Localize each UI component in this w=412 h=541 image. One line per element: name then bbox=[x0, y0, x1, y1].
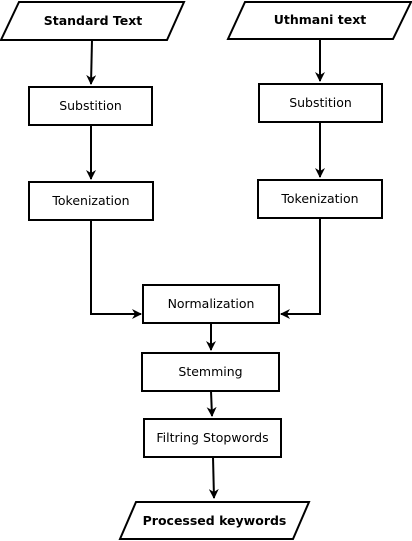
stemming-shape bbox=[141, 352, 280, 392]
edges bbox=[86, 39, 325, 499]
left-substition-label: Substition bbox=[59, 98, 122, 113]
edge-tokenization-left-to-normalization bbox=[90, 220, 142, 319]
left-substition-shape bbox=[28, 86, 153, 126]
right-tokenization-label: Tokenization bbox=[280, 191, 358, 206]
filtring-stopwords-shape bbox=[143, 418, 282, 458]
node-normalization: Normalization bbox=[142, 284, 280, 324]
left-tokenization-shape bbox=[28, 181, 154, 221]
right-substition-label: Substition bbox=[289, 95, 352, 110]
edge-stemming-to-filtring bbox=[206, 390, 217, 417]
node-right-tokenization: Tokenization bbox=[257, 179, 383, 219]
right-substition-shape bbox=[258, 83, 383, 123]
uthmani-text-label: Uthmani text bbox=[274, 12, 367, 27]
node-right-substition: Substition bbox=[258, 83, 383, 123]
node-processed-keywords: Processed keywords bbox=[118, 501, 311, 540]
node-standard-text: Standard Text bbox=[0, 0, 186, 41]
edge-filtring-to-processed bbox=[208, 456, 219, 499]
node-left-substition: Substition bbox=[28, 86, 153, 126]
node-uthmani-text: Uthmani text bbox=[226, 0, 412, 40]
right-tokenization-shape bbox=[257, 179, 383, 219]
processed-keywords-label: Processed keywords bbox=[143, 513, 287, 528]
stemming-label: Stemming bbox=[178, 364, 242, 379]
node-filtring-stopwords: Filtring Stopwords bbox=[143, 418, 282, 458]
filtring-stopwords-label: Filtring Stopwords bbox=[156, 430, 268, 445]
node-left-tokenization: Tokenization bbox=[28, 181, 154, 221]
processed-keywords-shape bbox=[118, 501, 311, 540]
standard-text-shape bbox=[0, 0, 186, 41]
normalization-label: Normalization bbox=[168, 296, 255, 311]
edge-tokenization-right-to-normalization bbox=[280, 218, 321, 319]
node-stemming: Stemming bbox=[141, 352, 280, 392]
uthmani-text-shape bbox=[226, 0, 412, 40]
left-tokenization-label: Tokenization bbox=[51, 193, 129, 208]
normalization-shape bbox=[142, 284, 280, 324]
edge-standard-to-substition bbox=[86, 39, 97, 85]
standard-text-label: Standard Text bbox=[44, 13, 143, 28]
